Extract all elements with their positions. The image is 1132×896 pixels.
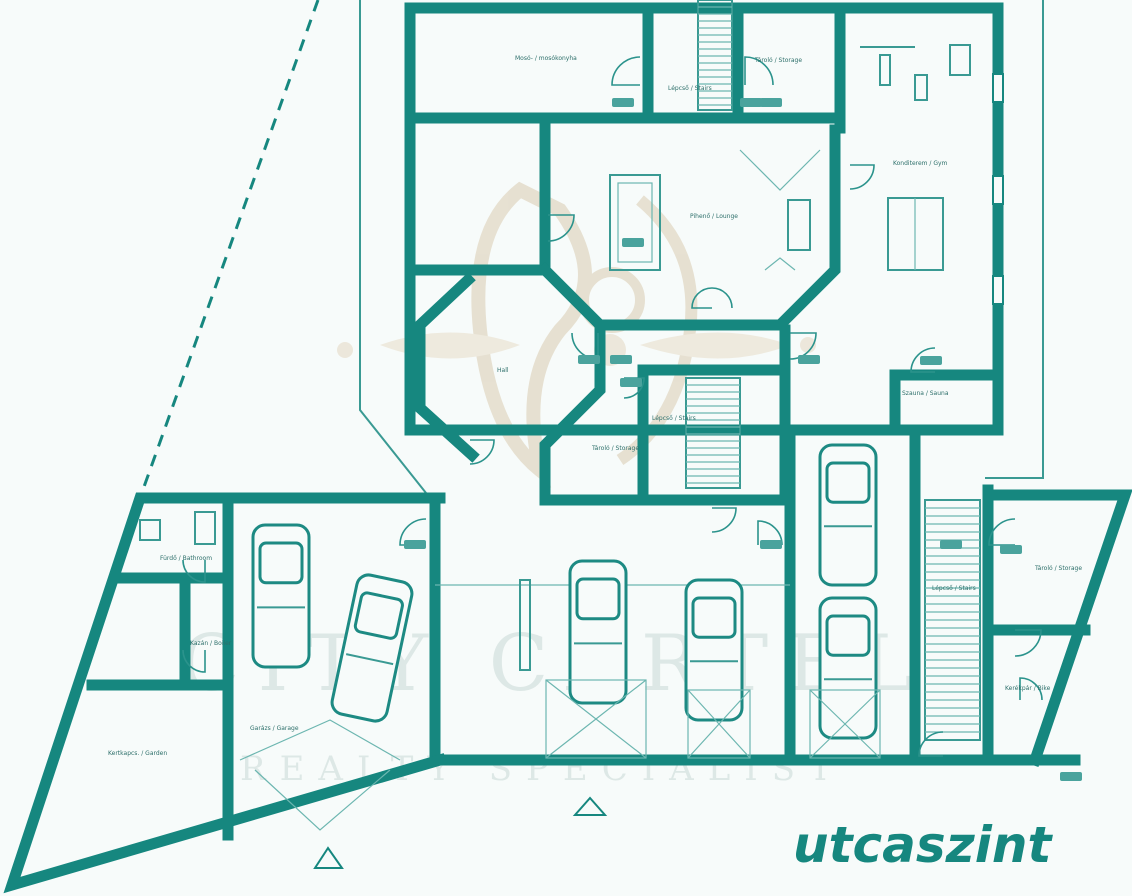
- door-swing: [918, 731, 944, 757]
- door-swing: [849, 164, 875, 190]
- room-label-living: Pihenő / Lounge: [690, 213, 738, 220]
- car-windshield: [258, 541, 304, 585]
- garage-walls: [3, 434, 1132, 894]
- room-label-stair-top: Lépcső / Stairs: [668, 85, 712, 92]
- parking-cross: [545, 679, 647, 759]
- car: [818, 596, 878, 740]
- door-swing: [182, 559, 206, 583]
- room-label-sauna: Szauna / Sauna: [902, 390, 949, 397]
- room-label-boiler: Kazán / Boiler: [190, 640, 232, 647]
- car-windshield: [691, 596, 737, 639]
- door-swing: [1019, 677, 1043, 701]
- upper-block-walls: [404, 2, 1004, 506]
- stairs: [685, 0, 981, 741]
- entrance-markers: [239, 719, 608, 869]
- car: [330, 573, 414, 723]
- level-tag: [612, 98, 634, 107]
- level-tag: [760, 98, 782, 107]
- parking-box: [687, 689, 751, 759]
- door-swing: [691, 287, 733, 309]
- car: [818, 443, 878, 587]
- door-swing: [623, 377, 645, 399]
- door-swing: [547, 214, 575, 242]
- door-swing: [910, 347, 936, 373]
- door-swing: [789, 332, 817, 360]
- level-tag: [622, 238, 644, 247]
- parking-cross: [809, 689, 881, 759]
- door-swing: [757, 520, 783, 546]
- level-tag: [610, 355, 632, 364]
- room-label-garage-left: Garázs / Garage: [250, 725, 299, 732]
- room-label-hall: Hall: [497, 367, 509, 374]
- door-swing: [744, 56, 774, 86]
- window-mark: [992, 73, 1004, 103]
- door-swing: [182, 649, 206, 673]
- room-labels: Mosó- / mosókonyha Lépcső / Stairs Tárol…: [108, 55, 1082, 757]
- level-tag: [620, 378, 642, 387]
- level-tag: [760, 540, 782, 549]
- room-label-storage-right: Tároló / Storage: [1034, 565, 1082, 572]
- level-tag: [798, 355, 820, 364]
- level-tag: [940, 540, 962, 549]
- cars: [251, 443, 881, 759]
- door-swing: [988, 518, 1016, 546]
- level-tag: [920, 356, 942, 365]
- car-roof-line: [345, 653, 394, 666]
- room-label-bath: Fürdő / Bathroom: [160, 555, 212, 562]
- level-tag: [1060, 772, 1082, 781]
- car: [684, 578, 744, 722]
- level-tags: [404, 98, 1082, 781]
- door-swing: [469, 439, 495, 465]
- parking-cross: [687, 689, 751, 759]
- car: [251, 523, 311, 669]
- room-label-bike: Kerékpár / Bike: [1005, 685, 1051, 692]
- room-label-garden: Kertkapcs. / Garden: [108, 750, 167, 757]
- level-label: utcaszint: [793, 816, 1053, 874]
- door-swing: [1014, 629, 1042, 657]
- door-swing: [399, 518, 427, 546]
- car-windshield: [575, 577, 621, 621]
- room-label-storage-top: Tároló / Storage: [754, 57, 802, 64]
- door-swing: [711, 507, 737, 533]
- room-label-gym: Konditerem / Gym: [893, 160, 948, 167]
- level-tag: [404, 540, 426, 549]
- car-windshield: [825, 614, 871, 657]
- car: [568, 559, 628, 705]
- room-label-storage-center: Tároló / Storage: [591, 445, 639, 452]
- room-label-stair-center: Lépcső / Stairs: [652, 415, 696, 422]
- door-swing: [611, 56, 641, 86]
- parking-box: [809, 689, 881, 759]
- window-mark: [992, 175, 1004, 205]
- parking-box: [545, 679, 647, 759]
- room-label-stair-right: Lépcső / Stairs: [932, 585, 976, 592]
- hall-walls: [414, 272, 791, 506]
- window-mark: [992, 275, 1004, 305]
- room-label-laundry: Mosó- / mosókonyha: [515, 55, 577, 62]
- level-tag: [578, 355, 600, 364]
- site-boundary: [138, 0, 1044, 499]
- level-tag: [740, 98, 762, 107]
- furniture: [139, 44, 971, 545]
- car-windshield: [825, 461, 871, 504]
- level-tag: [1000, 545, 1022, 554]
- car-windshield: [353, 591, 404, 640]
